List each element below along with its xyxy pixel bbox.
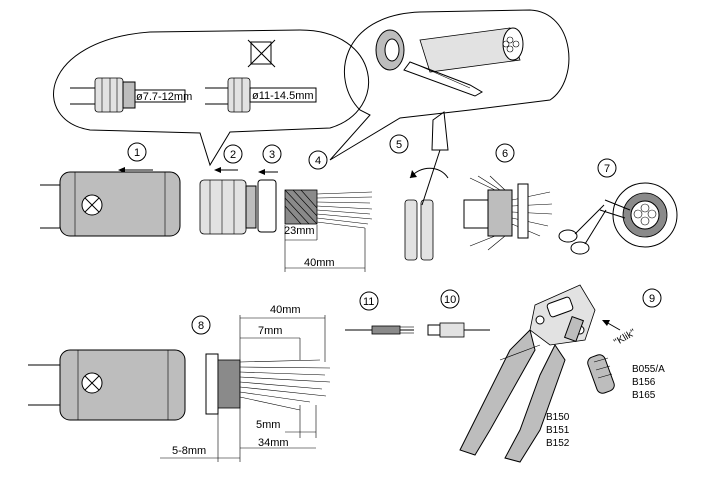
- connector-housing-top: [40, 171, 181, 237]
- click-annotation: "Klik": [602, 320, 638, 348]
- nut-top: [257, 179, 277, 233]
- step-4-circle: [308, 150, 328, 170]
- step-5-label: 5: [396, 139, 402, 151]
- positioner-part-3: B165: [632, 390, 656, 401]
- step-1-circle: [127, 142, 147, 162]
- screwdriver-step: [404, 111, 449, 261]
- step-3-label: 3: [269, 149, 275, 161]
- nut-bottom: [205, 353, 219, 415]
- positioner-part-2: B156: [632, 377, 656, 388]
- cable-diameter-bubble: ø7.7-12mm ø11-14.5mm: [53, 29, 369, 167]
- step-6-label: 6: [502, 148, 508, 160]
- diameter-small-label: ø7.7-12mm: [136, 91, 192, 103]
- step-markers: 1 2 3 4 5 6 7 8 9 10 11: [127, 134, 662, 335]
- dimension-lines-bottom: 40mm 7mm 5mm 34mm 5-8mm: [160, 304, 326, 462]
- diameter-large-label: ø11-14.5mm: [252, 90, 314, 102]
- strip-length-5-8-label: 5-8mm: [172, 445, 206, 457]
- scissors-step: [558, 182, 678, 255]
- strip-length-23-label: 23mm: [284, 225, 315, 237]
- strip-length-34-label: 34mm: [258, 437, 289, 449]
- step-2-label: 2: [230, 149, 236, 161]
- positioner-part-1: B055/A: [632, 364, 665, 375]
- step-6-circle: [495, 143, 515, 163]
- cable-end-bubble: [329, 9, 570, 161]
- click-label: "Klik": [612, 327, 638, 348]
- crossed-out-icon: [247, 39, 276, 68]
- crimp-part-numbers: B150 B151 B152: [546, 412, 570, 449]
- step-8-circle: [191, 315, 211, 335]
- step-1-label: 1: [134, 147, 140, 159]
- step-4-label: 4: [315, 155, 321, 167]
- step-7-label: 7: [604, 163, 610, 175]
- step-11-label: 11: [363, 296, 374, 308]
- stripped-cable-top: 23mm 40mm: [284, 189, 373, 272]
- step-9-label: 9: [649, 293, 655, 305]
- grommet-small-option: ø7.7-12mm: [70, 77, 192, 113]
- fanned-wires-step: [463, 175, 553, 251]
- step-2-circle: [223, 144, 243, 164]
- step-11-circle: [359, 291, 379, 311]
- wire-strip-step: [345, 325, 414, 335]
- positioner: B055/A B156 B165: [587, 354, 665, 401]
- crimp-part-3: B152: [546, 438, 570, 449]
- step-5-circle: [389, 134, 409, 154]
- contact-pin-step: [427, 322, 490, 338]
- step-9-circle: [642, 288, 662, 308]
- grommet-large-option: ø11-14.5mm: [205, 77, 317, 113]
- strip-length-40-bottom-label: 40mm: [270, 304, 301, 316]
- step-3-circle: [262, 144, 282, 164]
- strip-length-5-label: 5mm: [256, 419, 280, 431]
- step-7-circle: [597, 158, 617, 178]
- connector-housing-bottom: [28, 349, 331, 421]
- step-10-label: 10: [444, 294, 456, 306]
- strip-length-40-top-label: 40mm: [304, 257, 335, 269]
- crimp-part-1: B150: [546, 412, 570, 423]
- crimp-tool: [459, 284, 596, 463]
- step-8-label: 8: [198, 320, 204, 332]
- strip-length-7-label: 7mm: [258, 325, 282, 337]
- step-10-circle: [440, 289, 460, 309]
- crimp-part-2: B151: [546, 425, 570, 436]
- grommet-top: [199, 179, 257, 235]
